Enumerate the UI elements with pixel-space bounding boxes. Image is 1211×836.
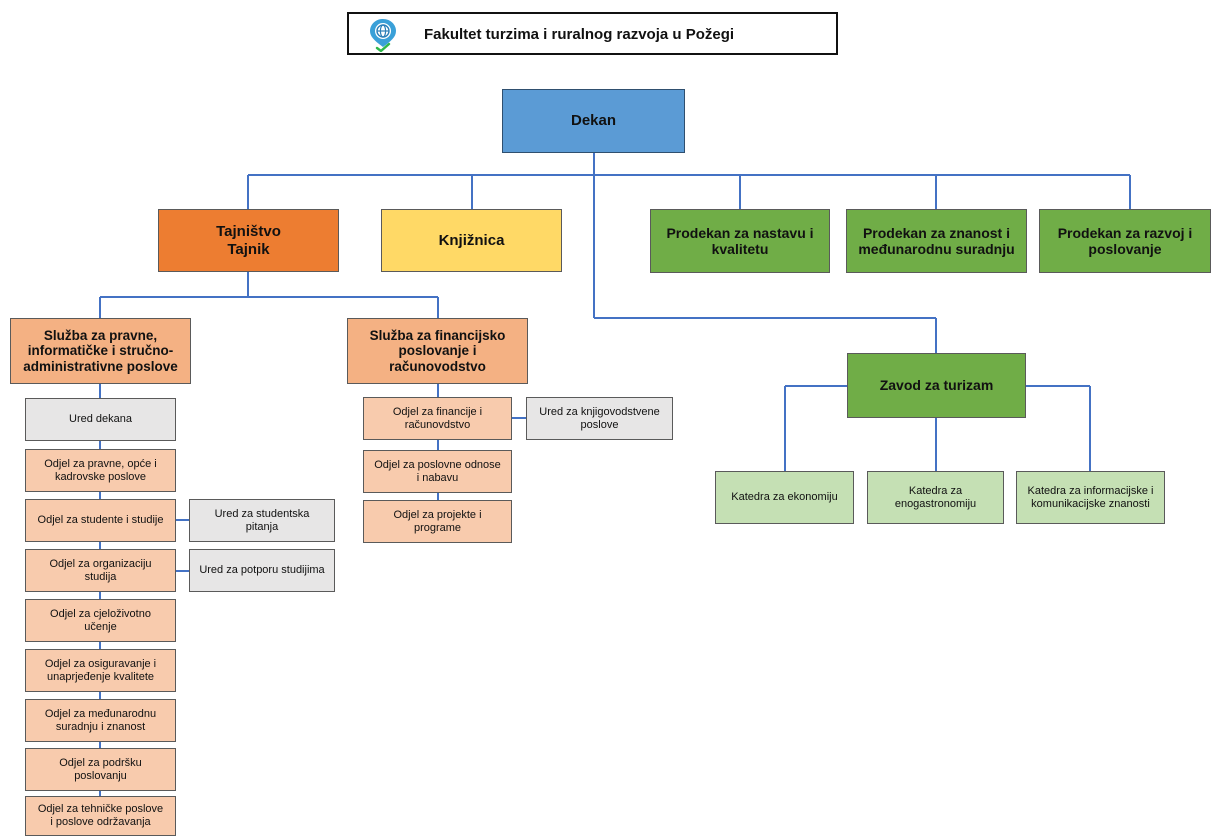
node-sluzba-financije: Služba za financijsko poslovanje i račun… <box>347 318 528 384</box>
node-label: Prodekan za nastavu i kvalitetu <box>666 224 814 257</box>
node-odjel-tehnicke: Odjel za tehničke poslove i poslove održ… <box>25 796 176 836</box>
node-prodekan-razvoj: Prodekan za razvoj i poslovanje <box>1039 209 1211 273</box>
node-prodekan-znanost: Prodekan za znanost i međunarodnu suradn… <box>846 209 1027 273</box>
node-label: Odjel za financije i računovdstvo <box>392 405 483 431</box>
node-knjiznica: Knjižnica <box>381 209 562 272</box>
node-label: Služba za financijsko poslovanje i račun… <box>369 327 506 374</box>
node-label: Katedra za enogastronomiju <box>894 484 977 510</box>
node-label: Katedra za ekonomiju <box>731 491 838 504</box>
node-label: Dekan <box>570 112 617 130</box>
node-label: Odjel za pravne, opće i kadrovske poslov… <box>44 457 157 483</box>
node-label: Odjel za organizaciju studija <box>49 557 152 583</box>
node-label: Prodekan za znanost i međunarodnu suradn… <box>858 224 1015 257</box>
node-ured-potporu: Ured za potporu studijima <box>189 549 335 592</box>
node-label: Knjižnica <box>438 231 505 249</box>
node-ured-knjigovodstvene: Ured za knjigovodstvene poslove <box>526 397 673 440</box>
node-odjel-poslovne: Odjel za poslovne odnose i nabavu <box>363 450 512 493</box>
node-sluzba-pravne: Služba za pravne, informatičke i stručno… <box>10 318 191 384</box>
node-label: Ured za knjigovodstvene poslove <box>539 405 660 431</box>
node-odjel-projekte: Odjel za projekte i programe <box>363 500 512 543</box>
node-odjel-organizaciju: Odjel za organizaciju studija <box>25 549 176 592</box>
node-odjel-financije: Odjel za financije i računovdstvo <box>363 397 512 440</box>
node-ured-dekana: Ured dekana <box>25 398 176 441</box>
node-odjel-pravne: Odjel za pravne, opće i kadrovske poslov… <box>25 449 176 492</box>
node-label: Odjel za projekte i programe <box>393 508 482 534</box>
node-ured-studentska: Ured za studentska pitanja <box>189 499 335 542</box>
node-zavod: Zavod za turizam <box>847 353 1026 418</box>
node-label: Odjel za osiguravanje i unaprjeđenje kva… <box>44 657 157 683</box>
node-label: Služba za pravne, informatičke i stručno… <box>23 327 178 374</box>
node-label: Odjel za međunarodnu suradnju i znanost <box>44 707 157 733</box>
node-odjel-medunarodnu: Odjel za međunarodnu suradnju i znanost <box>25 699 176 742</box>
node-label: Odjel za tehničke poslove i poslove održ… <box>37 803 164 828</box>
node-label: Odjel za studente i studije <box>37 514 164 527</box>
node-label: Odjel za podršku poslovanju <box>59 756 142 782</box>
globe-location-check-icon <box>370 19 396 52</box>
node-katedra-informacijske: Katedra za informacijske i komunikacijsk… <box>1016 471 1165 524</box>
node-label: Odjel za poslovne odnose i nabavu <box>374 458 501 484</box>
node-label: Ured za studentska pitanja <box>214 507 310 533</box>
node-katedra-enogastronomiju: Katedra za enogastronomiju <box>867 471 1004 524</box>
node-dekan: Dekan <box>502 89 685 153</box>
node-label: Ured dekana <box>69 413 132 426</box>
node-label: Zavod za turizam <box>879 377 994 394</box>
node-label: Odjel za cjeloživotno učenje <box>50 607 151 633</box>
title-box: Fakultet turzima i ruralnog razvoja u Po… <box>347 12 838 55</box>
node-label: Prodekan za razvoj i poslovanje <box>1057 224 1193 257</box>
node-odjel-cjelozivotno: Odjel za cjeloživotno učenje <box>25 599 176 642</box>
node-katedra-ekonomiju: Katedra za ekonomiju <box>715 471 854 524</box>
node-label: Ured za potporu studijima <box>199 564 325 577</box>
node-tajnistvo: Tajništvo Tajnik <box>158 209 339 272</box>
node-odjel-podrsku: Odjel za podršku poslovanju <box>25 748 176 791</box>
node-odjel-studente: Odjel za studente i studije <box>25 499 176 542</box>
node-label: Katedra za informacijske i komunikacijsk… <box>1027 484 1154 510</box>
node-label: Tajništvo Tajnik <box>216 223 281 258</box>
node-odjel-osiguravanje: Odjel za osiguravanje i unaprjeđenje kva… <box>25 649 176 692</box>
page-title: Fakultet turzima i ruralnog razvoja u Po… <box>424 26 735 43</box>
node-prodekan-nastava: Prodekan za nastavu i kvalitetu <box>650 209 830 273</box>
